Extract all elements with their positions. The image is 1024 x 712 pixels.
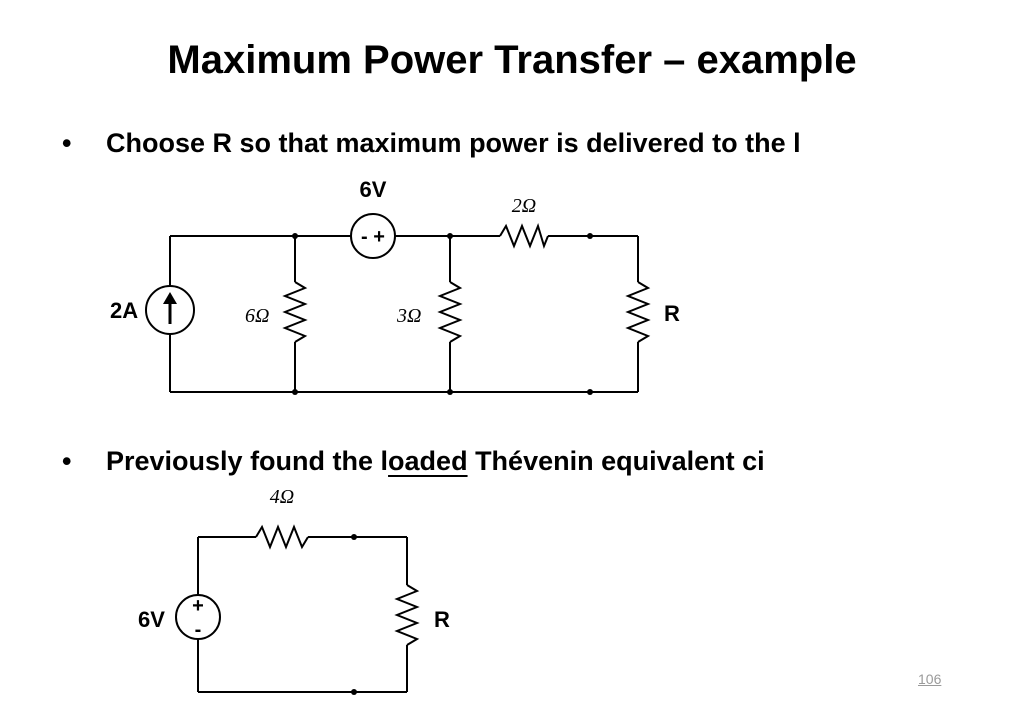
circuit-original: 6V - + 2A 2Ω 6Ω 3Ω R [100, 170, 700, 410]
voltage-source-symbol [350, 213, 396, 259]
bullet-text-end: Thévenin equivalent ci [467, 446, 765, 476]
plus-sign: + [192, 595, 204, 617]
resistor-6-ohm-label: 6Ω [245, 305, 269, 327]
node-dot [292, 389, 298, 395]
load-label: R [434, 607, 450, 632]
bullet-choose-r: • Choose R so that maximum power is deli… [62, 124, 942, 162]
up-arrow-icon [163, 292, 177, 324]
minus-sign: - [195, 619, 202, 641]
resistor-3-ohm [437, 281, 463, 343]
page-number: 106 [918, 671, 942, 687]
current-source-label: 2A [110, 298, 138, 323]
node-dot [351, 689, 357, 695]
slide-title: Maximum Power Transfer – example [167, 38, 857, 82]
node-dot [587, 233, 593, 239]
node-dot [351, 534, 357, 540]
bullet-marker: • [62, 446, 72, 476]
bullet-previously-found: • Previously found the loaded Thévenin e… [62, 442, 942, 480]
resistor-4-ohm [255, 524, 309, 550]
bullet-marker: • [62, 128, 72, 158]
resistor-6-ohm [282, 281, 308, 343]
resistor-load [625, 281, 651, 343]
load-label: R [664, 301, 680, 326]
resistor-load [394, 584, 420, 646]
node-dot [447, 389, 453, 395]
bullet-text-underlined: oaded [388, 446, 468, 476]
resistor-2-ohm-label: 2Ω [512, 195, 536, 217]
voltage-source-label: 6V [138, 607, 165, 632]
bullet-text: Previously found the loaded Thévenin equ… [106, 442, 942, 480]
resistor-2-ohm [499, 222, 549, 250]
node-dot [587, 389, 593, 395]
bullet-text-start: Previously found the l [106, 446, 389, 476]
voltage-source-polarity: - + [361, 226, 385, 248]
node-dot [292, 233, 298, 239]
current-source-symbol [145, 285, 195, 335]
voltage-source-label: 6V [360, 177, 387, 202]
bullet-text: Choose R so that maximum power is delive… [106, 128, 801, 158]
circuit-thevenin-equivalent: 4Ω + - 6V R [130, 480, 480, 712]
resistor-3-ohm-label: 3Ω [396, 305, 421, 327]
node-dot [447, 233, 453, 239]
resistor-4-ohm-label: 4Ω [270, 486, 294, 508]
